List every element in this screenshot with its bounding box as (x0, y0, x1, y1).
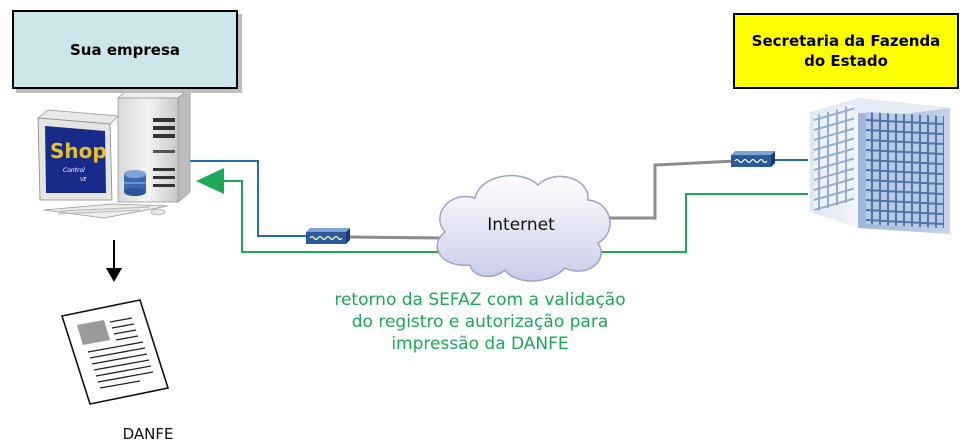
return-message: retorno da SEFAZ com a validação do regi… (334, 290, 626, 354)
sefaz-label-line1: Secretaria da Fazenda (751, 32, 941, 50)
database-icon (124, 170, 146, 196)
office-building-icon (810, 98, 950, 234)
computer-icon: Shop Control VE (36, 109, 119, 201)
cable-cloud-to-router (600, 159, 736, 220)
return-arrow-head (196, 168, 224, 194)
document-icon (60, 299, 170, 405)
internet-label: Internet (487, 215, 555, 235)
router-icon (306, 228, 350, 244)
screen-logo: Shop (50, 139, 107, 163)
sefaz-label-line2: do Estado (804, 52, 888, 70)
send-line-company (185, 160, 310, 237)
company-box: Sua empresa (12, 10, 238, 89)
screen-logo-sub: Control (63, 167, 85, 174)
company-label: Sua empresa (70, 40, 180, 59)
down-arrow-icon (106, 240, 122, 282)
router-icon (731, 151, 775, 167)
danfe-label: DANFE (122, 425, 174, 443)
screen-logo-sub2: VE (80, 177, 87, 183)
sefaz-box: Secretaria da Fazenda do Estado (733, 13, 959, 89)
keyboard-icon (43, 203, 169, 219)
cable-router-to-cloud (349, 235, 446, 240)
cloud-icon (436, 174, 611, 282)
